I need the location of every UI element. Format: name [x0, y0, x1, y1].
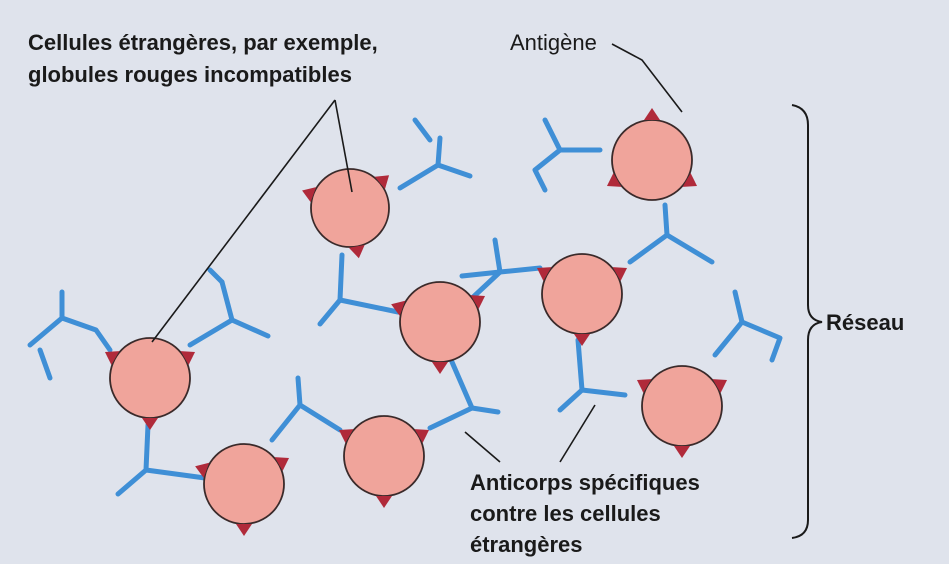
foreign-cell	[400, 282, 480, 362]
antibodies-label-line1: Anticorps spécifiques	[470, 470, 700, 495]
foreign-cell	[542, 254, 622, 334]
foreign-cell	[642, 366, 722, 446]
foreign-cells-label-line2: globules rouges incompatibles	[28, 62, 352, 87]
antibodies-label-line3: étrangères	[470, 532, 583, 557]
foreign-cell	[204, 444, 284, 524]
foreign-cell	[612, 120, 692, 200]
foreign-cells-label-line1: Cellules étrangères, par exemple,	[28, 30, 378, 55]
antibodies-label-line2: contre les cellules	[470, 501, 661, 526]
foreign-cell	[110, 338, 190, 418]
antigen-label: Antigène	[510, 30, 597, 55]
network-label: Réseau	[826, 310, 904, 335]
foreign-cell	[344, 416, 424, 496]
antibody	[438, 138, 440, 165]
